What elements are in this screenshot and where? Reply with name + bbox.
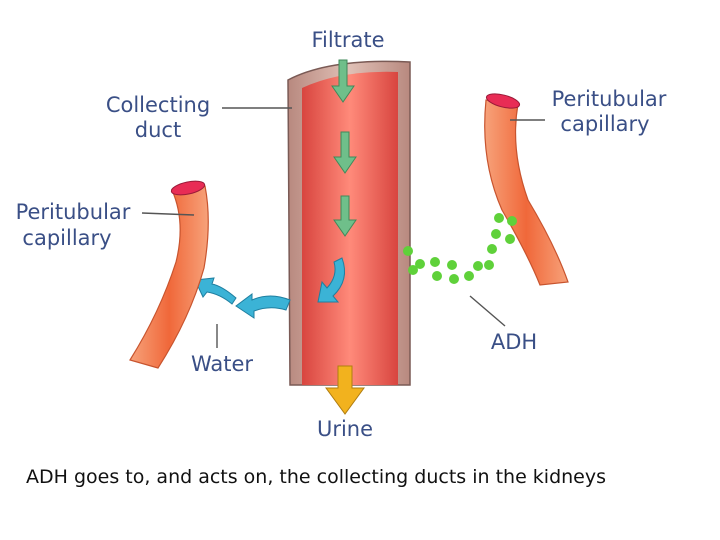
right-capillary-opening xyxy=(485,93,521,109)
filtrate-label: Filtrate xyxy=(311,28,384,52)
adh-dot xyxy=(415,259,425,269)
adh-dot xyxy=(505,234,515,244)
right-capillary-body xyxy=(484,99,569,286)
collecting-duct-label-line2: duct xyxy=(135,118,181,142)
water-arrow-2 xyxy=(194,277,237,305)
water-arrows xyxy=(194,277,291,319)
adh-leader xyxy=(469,295,506,327)
peritubular-left-label-line2: capillary xyxy=(22,226,111,250)
filtrate-arrows xyxy=(331,59,357,237)
adh-dot xyxy=(507,216,517,226)
water-arrow-1 xyxy=(235,293,291,319)
filtrate-arrow-3 xyxy=(333,195,357,237)
adh-dot xyxy=(484,260,494,270)
left-capillary-body xyxy=(129,185,209,369)
urine-label: Urine xyxy=(317,417,373,441)
adh-dot xyxy=(449,274,459,284)
adh-dot xyxy=(491,229,501,239)
filtrate-arrow-1 xyxy=(331,59,355,103)
urine-arrow xyxy=(325,365,365,415)
adh-molecules xyxy=(403,213,517,284)
adh-dot xyxy=(403,246,413,256)
adh-dot xyxy=(464,271,474,281)
adh-dot xyxy=(408,265,418,275)
left-capillary xyxy=(129,180,209,369)
peritubular-left-leader xyxy=(141,212,195,216)
adh-dot xyxy=(430,257,440,267)
adh-dot xyxy=(432,271,442,281)
peritubular-left-label-line1: Peritubular xyxy=(16,200,131,224)
right-capillary xyxy=(484,93,569,286)
adh-label: ADH xyxy=(491,330,537,354)
adh-dot xyxy=(487,244,497,254)
caption: ADH goes to, and acts on, the collecting… xyxy=(26,466,607,488)
filtrate-arrow-2 xyxy=(333,131,357,174)
adh-dot xyxy=(447,260,457,270)
left-capillary-opening xyxy=(170,180,206,196)
peritubular-right-label-line1: Peritubular xyxy=(552,87,667,111)
collecting-duct-label-line1: Collecting xyxy=(106,93,210,117)
adh-dot xyxy=(494,213,504,223)
water-arrow-inner xyxy=(317,257,345,303)
leader-lines xyxy=(141,107,545,348)
peritubular-right-label-line2: capillary xyxy=(560,112,649,136)
adh-dot xyxy=(473,261,483,271)
water-label: Water xyxy=(191,352,253,376)
